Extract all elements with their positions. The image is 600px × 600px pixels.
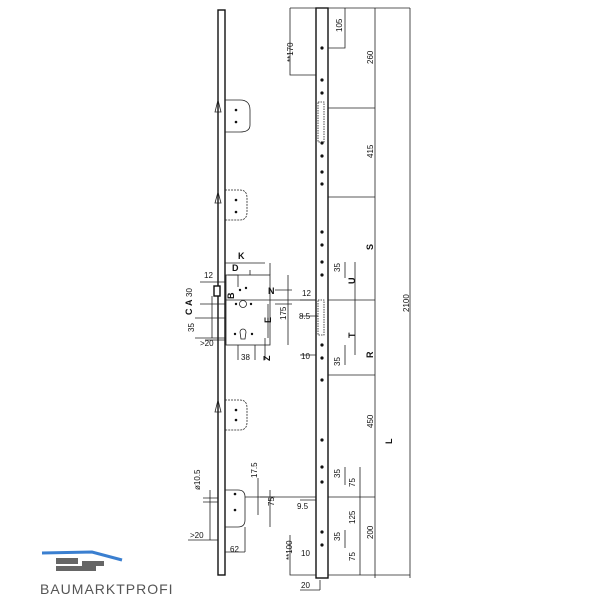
label-face-12: 12 <box>204 271 213 280</box>
label-t-35: 35 <box>333 357 342 366</box>
label-c: C <box>184 308 194 315</box>
follower <box>239 300 247 308</box>
label-gt-20: >20 <box>200 339 214 348</box>
label-k: K <box>238 251 245 261</box>
label-lower-10: 10 <box>301 549 310 558</box>
label-lower-35a: 35 <box>333 469 342 478</box>
hook-lock-1 <box>225 99 251 133</box>
label-lower-200: 200 <box>366 525 375 539</box>
label-lower-75b: 75 <box>348 552 357 561</box>
logo-text: BAUMARKTPROFI <box>40 581 174 597</box>
label-h-17-5: 17.5 <box>250 462 259 478</box>
side-view-assembly <box>188 9 292 576</box>
label-lower-9-5: 9.5 <box>297 502 309 511</box>
label-first-hole: 105 <box>335 18 344 32</box>
strip-holes <box>320 46 324 547</box>
main-lock-dimension-lines <box>195 262 292 360</box>
label-lower-75a: 75 <box>348 478 357 487</box>
label-u: U <box>347 278 357 285</box>
latch-slot <box>317 299 325 336</box>
hook-1 <box>214 99 222 113</box>
front-strip <box>225 7 411 591</box>
label-b: B <box>226 292 236 299</box>
label-second-section: 415 <box>366 144 375 158</box>
hook-lock-2 <box>225 189 248 221</box>
label-h-75: 75 <box>267 497 276 506</box>
label-t: T <box>347 332 357 338</box>
bottom-lock <box>225 489 246 528</box>
label-s: S <box>365 244 375 250</box>
label-r: R <box>365 351 375 358</box>
label-top-offset: **170 <box>286 42 295 62</box>
label-z: Z <box>262 355 272 361</box>
label-d: D <box>232 263 239 273</box>
label-total: 2100 <box>402 294 411 312</box>
logo-roof <box>41 550 123 562</box>
label-latch-8-5: 8.5 <box>299 312 311 321</box>
label-u-35: 35 <box>333 263 342 272</box>
label-gt-20-bottom: >20 <box>190 531 204 540</box>
label-dist-38: 38 <box>241 353 250 362</box>
lock-dimension-labels: K D 12 A 30 B N C 175 E 35 >20 38 Z <box>184 251 288 362</box>
bottom-lock-labels: ø10.5 17.5 75 >20 62 <box>190 462 276 554</box>
label-upper-section: 260 <box>366 50 375 64</box>
label-n: N <box>268 286 275 296</box>
label-lower-125: 125 <box>348 510 357 524</box>
label-bottom-offset: **100 <box>285 540 294 560</box>
strip-dimension-lines <box>289 7 411 591</box>
strip-dimension-labels: **170 105 260 415 S 2100 35 U 12 8.5 T R… <box>285 18 411 590</box>
baumarktprofi-logo: BAUMARKTPROFI <box>40 550 174 597</box>
label-dia: ø10.5 <box>193 469 202 490</box>
main-lock-case <box>225 274 271 346</box>
cylinder-hole <box>239 328 247 340</box>
label-e: E <box>263 317 273 323</box>
label-section-450: 450 <box>366 414 375 428</box>
label-a-30: 30 <box>185 288 194 297</box>
label-bolt-12: 12 <box>302 289 311 298</box>
hook-lock-3 <box>225 399 248 431</box>
label-pitch-10: 10 <box>301 352 310 361</box>
label-a: A <box>184 299 194 306</box>
label-c-35: 35 <box>187 323 196 332</box>
label-width-20: 20 <box>301 581 310 590</box>
label-l: L <box>384 438 394 444</box>
label-lower-35b: 35 <box>333 532 342 541</box>
label-w-62: 62 <box>230 545 239 554</box>
label-height-175: 175 <box>279 306 288 320</box>
latch-bolt <box>213 285 221 297</box>
